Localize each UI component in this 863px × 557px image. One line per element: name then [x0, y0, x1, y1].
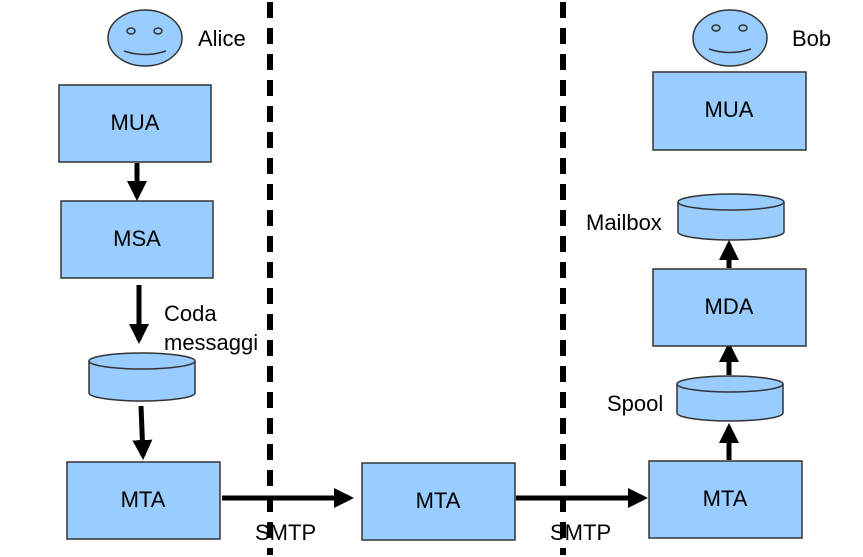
arrow-coda-to-mta: [132, 405, 153, 460]
alice-msa-box: [60, 200, 214, 279]
bob-mua-label: MUA: [705, 97, 754, 122]
bob-mda-label: MDA: [705, 294, 754, 319]
alice-msa-label: MSA: [113, 226, 161, 251]
relay-mta-box: [361, 462, 516, 541]
mailbox-cylinder: [677, 193, 785, 241]
alice-name: Alice: [198, 26, 246, 51]
spool-label: Spool: [607, 391, 663, 416]
coda-label-line1: Coda: [164, 301, 217, 326]
coda-label-line2: messaggi: [164, 330, 258, 355]
mailbox-label: Mailbox: [586, 210, 662, 235]
alice-face-icon: [107, 9, 183, 67]
relay-mta-label: MTA: [416, 488, 461, 513]
alice-mta-label: MTA: [121, 487, 166, 512]
spool-cylinder: [676, 375, 784, 422]
alice-mta-box: [66, 461, 221, 540]
bob-name: Bob: [792, 26, 831, 51]
alice-mua-label: MUA: [111, 110, 160, 135]
bob-face-icon: [692, 9, 768, 67]
coda-messaggi-cylinder: [88, 352, 196, 402]
bob-mta-box: [648, 460, 803, 539]
alice-mua-box: [58, 84, 212, 163]
smtp-label-hop1: SMTP: [255, 520, 316, 545]
bob-mda-box: [652, 268, 807, 347]
bob-mta-label: MTA: [703, 486, 748, 511]
smtp-label-hop2: SMTP: [550, 520, 611, 545]
bob-mua-box: [652, 71, 807, 151]
